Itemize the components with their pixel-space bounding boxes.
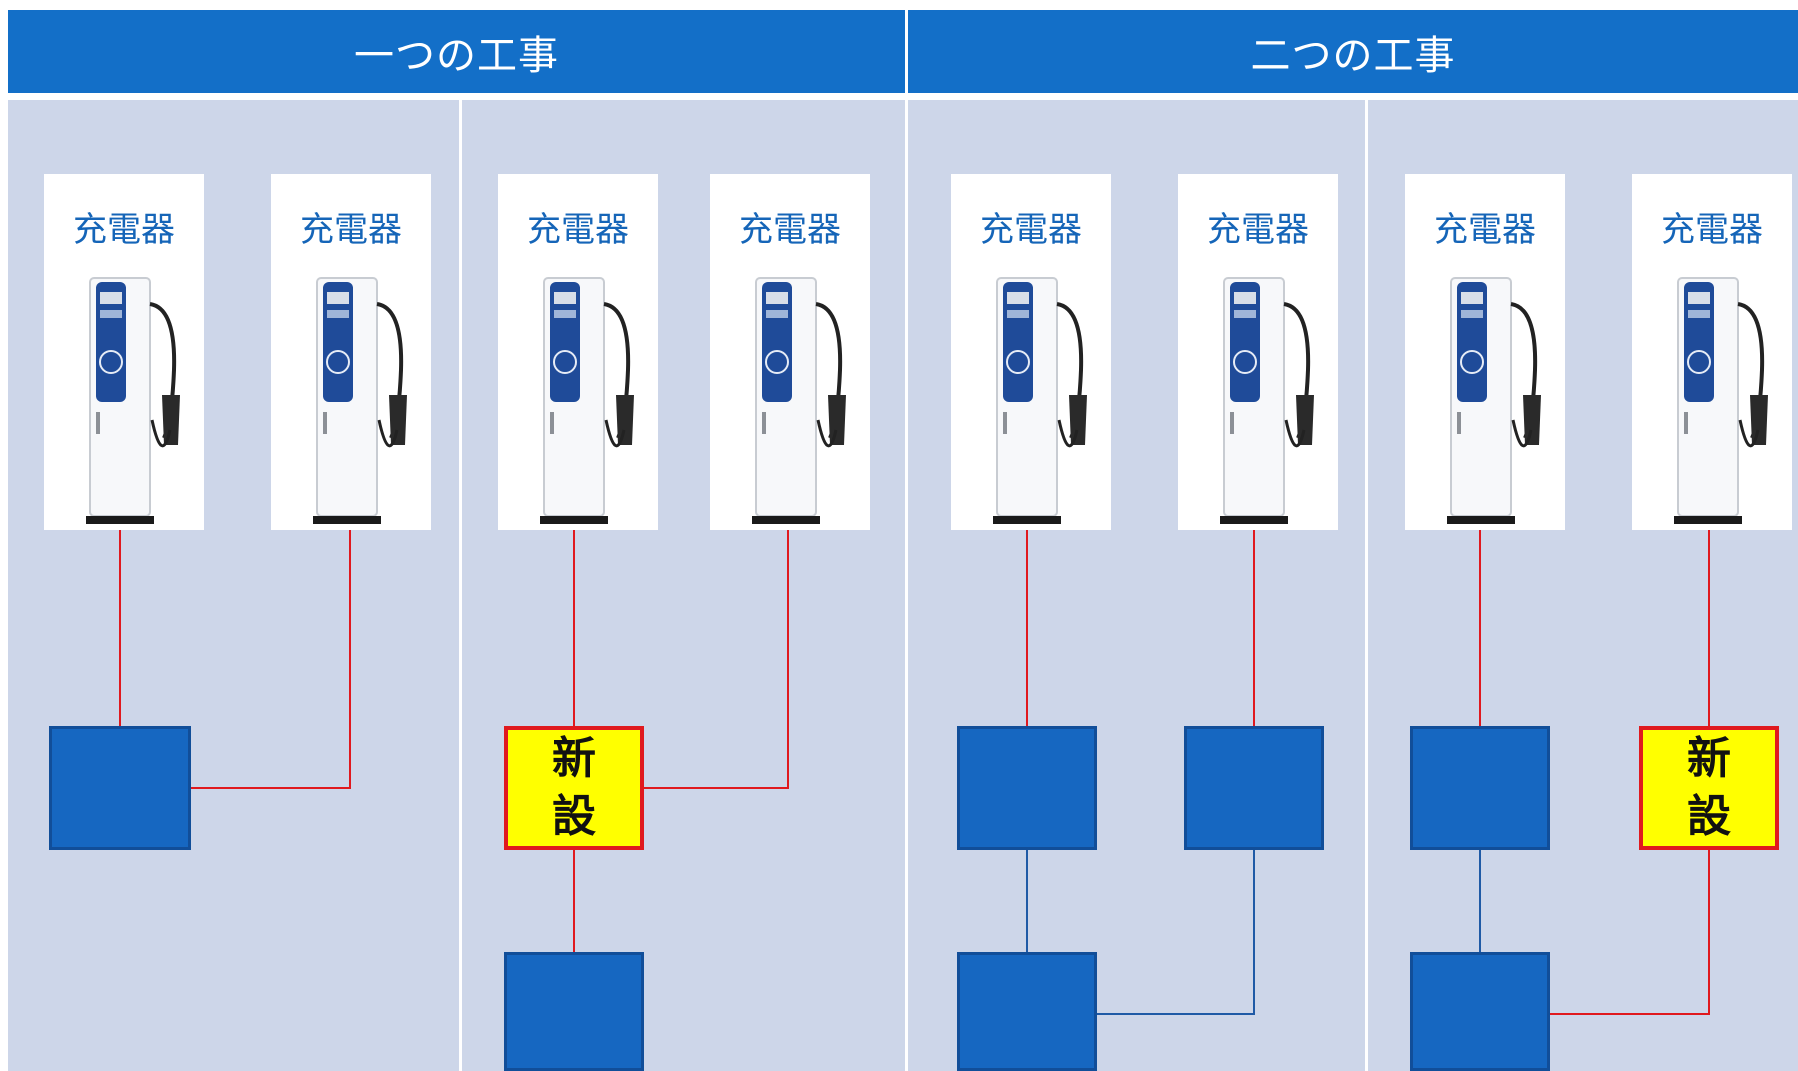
charger-label: 充電器 (527, 210, 629, 250)
charger-label: 充電器 (1207, 210, 1309, 250)
new-label-line1: 新 (1687, 733, 1731, 784)
ev-charger-icon (1220, 277, 1314, 524)
charger-label: 充電器 (1661, 210, 1763, 250)
ev-charger-icon (86, 277, 180, 524)
charger-card: 充電器 (1632, 174, 1792, 530)
charger-card: 充電器 (1405, 174, 1565, 530)
ev-charger-icon (1447, 277, 1541, 524)
charger-card: 充電器 (710, 174, 870, 530)
new-label-line1: 新 (552, 733, 596, 784)
new-installation-box: 新 設 (1639, 726, 1779, 850)
charger-card: 充電器 (1178, 174, 1338, 530)
equipment-box (49, 726, 191, 850)
charger-label: 充電器 (739, 210, 841, 250)
equipment-box (957, 952, 1097, 1071)
new-label-line2: 設 (552, 791, 596, 842)
charger-label: 充電器 (1434, 210, 1536, 250)
ev-charger-icon (993, 277, 1087, 524)
header-one-construction: 一つの工事 (8, 10, 905, 93)
charger-card: 充電器 (498, 174, 658, 530)
ev-charger-icon (540, 277, 634, 524)
header-one-construction-text: 一つの工事 (354, 32, 559, 79)
ev-charger-icon (752, 277, 846, 524)
charger-label: 充電器 (980, 210, 1082, 250)
charger-card: 充電器 (44, 174, 204, 530)
header-two-constructions: 二つの工事 (908, 10, 1798, 93)
equipment-box (957, 726, 1097, 850)
equipment-box (1410, 726, 1550, 850)
equipment-box (1410, 952, 1550, 1071)
new-installation-box: 新 設 (504, 726, 644, 850)
header-two-constructions-text: 二つの工事 (1250, 32, 1456, 79)
new-label-line2: 設 (1687, 791, 1731, 842)
equipment-box (1184, 726, 1324, 850)
charger-label: 充電器 (300, 210, 402, 250)
ev-charger-icon (313, 277, 407, 524)
charger-label: 充電器 (73, 210, 175, 250)
charger-card: 充電器 (271, 174, 431, 530)
equipment-box (504, 952, 644, 1071)
ev-charger-icon (1674, 277, 1768, 524)
charger-card: 充電器 (951, 174, 1111, 530)
